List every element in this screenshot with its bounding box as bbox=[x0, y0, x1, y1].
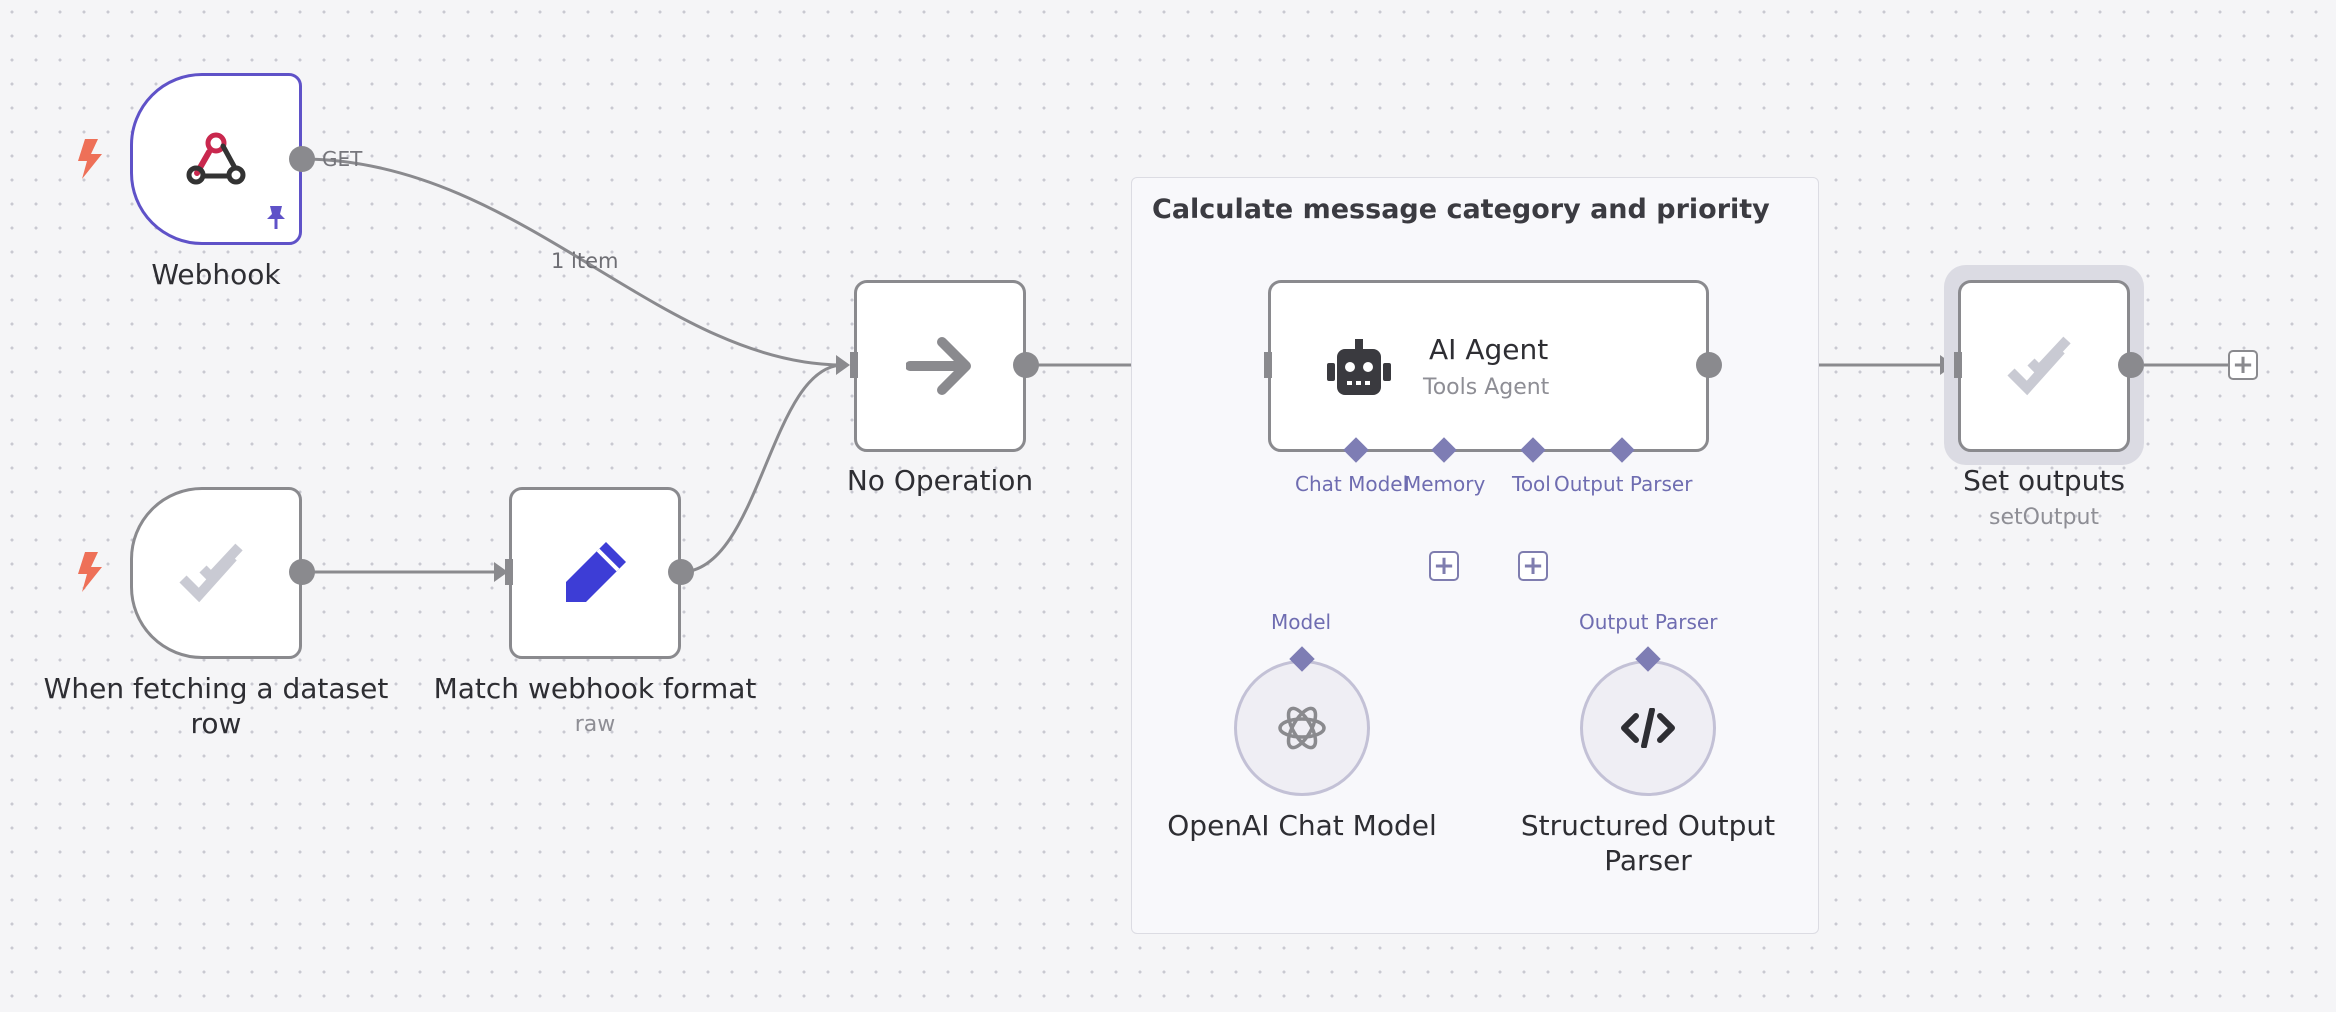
set-outputs-node[interactable] bbox=[1958, 280, 2130, 452]
output-parser-connector-label: Output Parser bbox=[1579, 610, 1718, 634]
openai-model-connector-label: Model bbox=[1271, 610, 1332, 634]
pencil-icon bbox=[566, 536, 626, 602]
input-arrow-noop bbox=[836, 355, 850, 375]
match-webhook-format-node[interactable] bbox=[509, 487, 681, 659]
add-node-button[interactable]: + bbox=[2228, 350, 2258, 380]
set-outputs-label: Set outputs bbox=[1963, 464, 2125, 497]
edge-match-to-noop[interactable] bbox=[680, 363, 844, 574]
agent-connector-memory-label: Memory bbox=[1404, 472, 1486, 496]
robot-icon bbox=[1327, 339, 1391, 395]
ai-agent-title: AI Agent bbox=[1429, 333, 1549, 366]
add-memory-button[interactable]: + bbox=[1429, 551, 1459, 581]
edge-webhook-to-noop[interactable] bbox=[301, 157, 844, 367]
trigger-bolt-icon bbox=[78, 552, 102, 592]
double-check-icon bbox=[2007, 336, 2071, 396]
webhook-icon bbox=[186, 132, 246, 185]
ai-agent-node[interactable]: AI Agent Tools Agent bbox=[1268, 280, 1709, 452]
agent-connector-output-parser-label: Output Parser bbox=[1554, 472, 1693, 496]
match-webhook-format-sublabel: raw bbox=[574, 712, 616, 737]
sticky-note-title: Calculate message category and priority bbox=[1152, 194, 1770, 225]
no-operation-label: No Operation bbox=[846, 464, 1034, 497]
structured-output-parser-label-line1: Structured Output bbox=[1520, 809, 1776, 842]
double-check-icon bbox=[179, 543, 243, 603]
agent-connector-chat-model-label: Chat Model bbox=[1295, 472, 1409, 496]
agent-connector-tool-label: Tool bbox=[1512, 472, 1551, 496]
ai-agent-subtitle: Tools Agent bbox=[1423, 375, 1550, 400]
set-outputs-sublabel: setOutput bbox=[1988, 505, 2100, 530]
pin-icon[interactable] bbox=[265, 204, 287, 230]
code-icon bbox=[1621, 708, 1675, 748]
trigger-bolt-icon bbox=[78, 139, 102, 179]
openai-chat-model-node[interactable] bbox=[1234, 660, 1370, 796]
edge-item-count-label: 1 item bbox=[551, 249, 619, 273]
dataset-trigger-node[interactable] bbox=[130, 487, 302, 659]
match-webhook-format-label: Match webhook format bbox=[433, 672, 757, 705]
arrow-right-icon bbox=[906, 337, 971, 395]
dataset-trigger-label-line2: row bbox=[190, 707, 242, 740]
openai-chat-model-label: OpenAI Chat Model bbox=[1167, 809, 1437, 842]
structured-output-parser-label-line2: Parser bbox=[1604, 844, 1692, 877]
input-arrow-match bbox=[494, 562, 508, 582]
structured-output-parser-node[interactable] bbox=[1580, 660, 1716, 796]
dataset-trigger-label-line1: When fetching a dataset bbox=[43, 672, 389, 705]
webhook-output-label: GET bbox=[322, 147, 363, 171]
webhook-node[interactable] bbox=[130, 73, 302, 245]
no-operation-node[interactable] bbox=[854, 280, 1026, 452]
webhook-label: Webhook bbox=[151, 258, 281, 291]
openai-icon bbox=[1278, 706, 1326, 750]
add-tool-button[interactable]: + bbox=[1518, 551, 1548, 581]
